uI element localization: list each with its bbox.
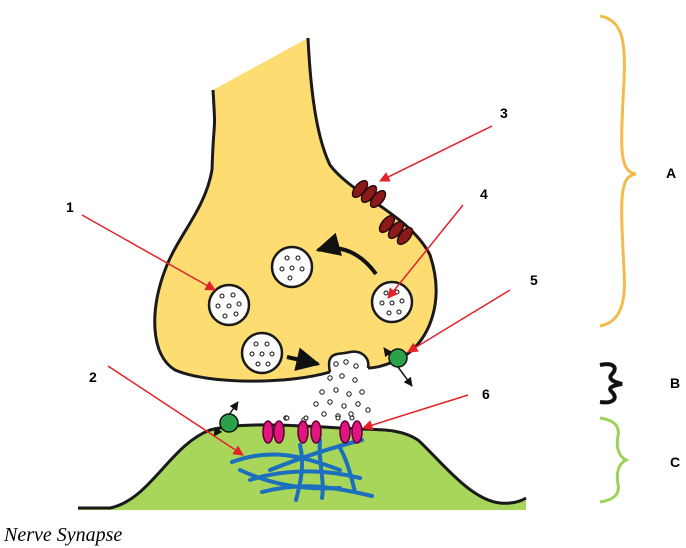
label-5: 5 xyxy=(530,272,538,288)
label-4: 4 xyxy=(480,186,488,202)
label-c: C xyxy=(670,454,680,470)
label-6: 6 xyxy=(482,386,490,402)
brace-a xyxy=(600,16,636,326)
label-1: 1 xyxy=(66,199,74,215)
label-b: B xyxy=(670,375,680,391)
brace-c xyxy=(600,418,626,502)
vesicle-2 xyxy=(272,247,312,287)
postsynaptic-receptors xyxy=(263,421,362,443)
pointer-arrow-6 xyxy=(363,395,468,428)
synapse-diagram: 1 2 3 4 5 6 A B C xyxy=(0,0,686,520)
pointer-arrow-3 xyxy=(380,126,492,181)
label-3: 3 xyxy=(500,105,508,121)
bound-neurotransmitters xyxy=(285,416,354,420)
vesicle-1 xyxy=(209,285,249,325)
label-2: 2 xyxy=(89,369,97,385)
figure-caption: Nerve Synapse xyxy=(4,524,122,547)
vesicle-4 xyxy=(372,282,412,322)
label-a: A xyxy=(666,165,676,181)
postsynaptic-transporter xyxy=(214,402,238,436)
vesicle-3 xyxy=(242,333,282,373)
brace-b xyxy=(600,364,622,402)
